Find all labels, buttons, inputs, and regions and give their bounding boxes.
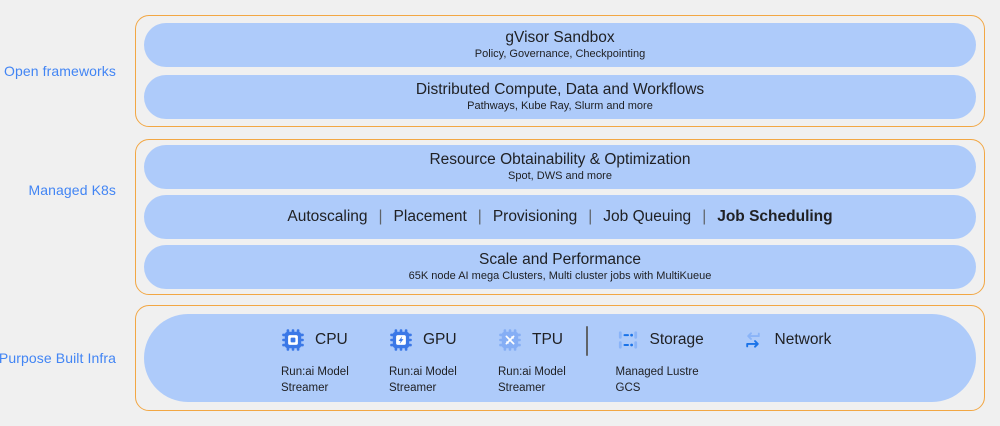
purpose-built-infra-group: CPU Run:ai Model Streamer [135, 305, 985, 411]
capability-item: Job Queuing [603, 208, 692, 225]
capability-item: Provisioning [492, 208, 578, 225]
section-label-purpose-built-infra: Purpose Built Infra [0, 350, 116, 366]
section-gutter: Open frameworks [0, 15, 135, 127]
resource-obtainability-pill: Resource Obtainability & Optimization Sp… [144, 145, 976, 189]
cpu-heading: CPU [281, 327, 389, 353]
section-managed-k8s: Managed K8s Resource Obtainability & Opt… [0, 139, 1000, 295]
storage-sublabel: Managed Lustre GCS [615, 366, 699, 394]
cpu-sublabel: Run:ai Model Streamer [281, 366, 349, 394]
section-label-open-frameworks: Open frameworks [4, 63, 116, 79]
infra-col-tpu: TPU Run:ai Model Streamer [498, 327, 586, 396]
capability-separator: | [477, 208, 482, 225]
section-purpose-built-infra: Purpose Built Infra [0, 305, 1000, 411]
section-gutter: Purpose Built Infra [0, 305, 135, 411]
pill-title: Distributed Compute, Data and Workflows [415, 81, 705, 98]
infra-col-storage: Storage Managed Lustre GCS [616, 327, 741, 396]
gpu-sublabel: Run:ai Model Streamer [389, 366, 457, 394]
network-label: Network [774, 331, 832, 348]
gvisor-sandbox-pill: gVisor Sandbox Policy, Governance, Check… [144, 23, 976, 67]
infra-pill: CPU Run:ai Model Streamer [144, 314, 976, 402]
capability-separator: | [588, 208, 593, 225]
pill-title: gVisor Sandbox [505, 29, 615, 46]
storage-icon [618, 331, 637, 349]
pill-title: Scale and Performance [479, 251, 641, 268]
pill-subtitle: Policy, Governance, Checkpointing [474, 48, 646, 60]
section-label-managed-k8s: Managed K8s [28, 182, 116, 198]
tpu-label: TPU [532, 331, 563, 348]
network-icon [745, 332, 760, 348]
pill-subtitle: 65K node AI mega Clusters, Multi cluster… [408, 270, 712, 282]
infra-col-network: Network [741, 327, 832, 353]
tpu-heading: TPU [498, 327, 586, 353]
gpu-chip-icon [390, 329, 412, 351]
pill-title: Resource Obtainability & Optimization [429, 151, 691, 168]
capability-item: Autoscaling [287, 208, 368, 225]
pill-subtitle: Pathways, Kube Ray, Slurm and more [467, 100, 653, 112]
storage-heading: Storage [616, 327, 741, 353]
network-heading: Network [741, 327, 832, 353]
capability-item: Placement [393, 208, 467, 225]
cpu-chip-icon [282, 329, 304, 351]
distributed-compute-pill: Distributed Compute, Data and Workflows … [144, 75, 976, 119]
infra-col-cpu: CPU Run:ai Model Streamer [281, 327, 389, 396]
gpu-label: GPU [423, 331, 457, 348]
tpu-sublabel: Run:ai Model Streamer [498, 366, 566, 394]
pill-subtitle: Spot, DWS and more [508, 170, 612, 182]
cpu-label: CPU [315, 331, 348, 348]
gpu-heading: GPU [389, 327, 498, 353]
section-gutter: Managed K8s [0, 139, 135, 295]
tpu-chip-icon [499, 329, 521, 351]
infra-col-gpu: GPU Run:ai Model Streamer [389, 327, 498, 396]
capabilities-pill: Autoscaling | Placement | Provisioning |… [144, 195, 976, 239]
scale-performance-pill: Scale and Performance 65K node AI mega C… [144, 245, 976, 289]
storage-label: Storage [649, 331, 704, 348]
capability-separator: | [702, 208, 707, 225]
infra-divider [586, 326, 588, 356]
managed-k8s-group: Resource Obtainability & Optimization Sp… [135, 139, 985, 295]
open-frameworks-group: gVisor Sandbox Policy, Governance, Check… [135, 15, 985, 127]
capability-item: Job Scheduling [717, 208, 833, 225]
capability-separator: | [378, 208, 383, 225]
section-open-frameworks: Open frameworks gVisor Sandbox Policy, G… [0, 15, 1000, 127]
